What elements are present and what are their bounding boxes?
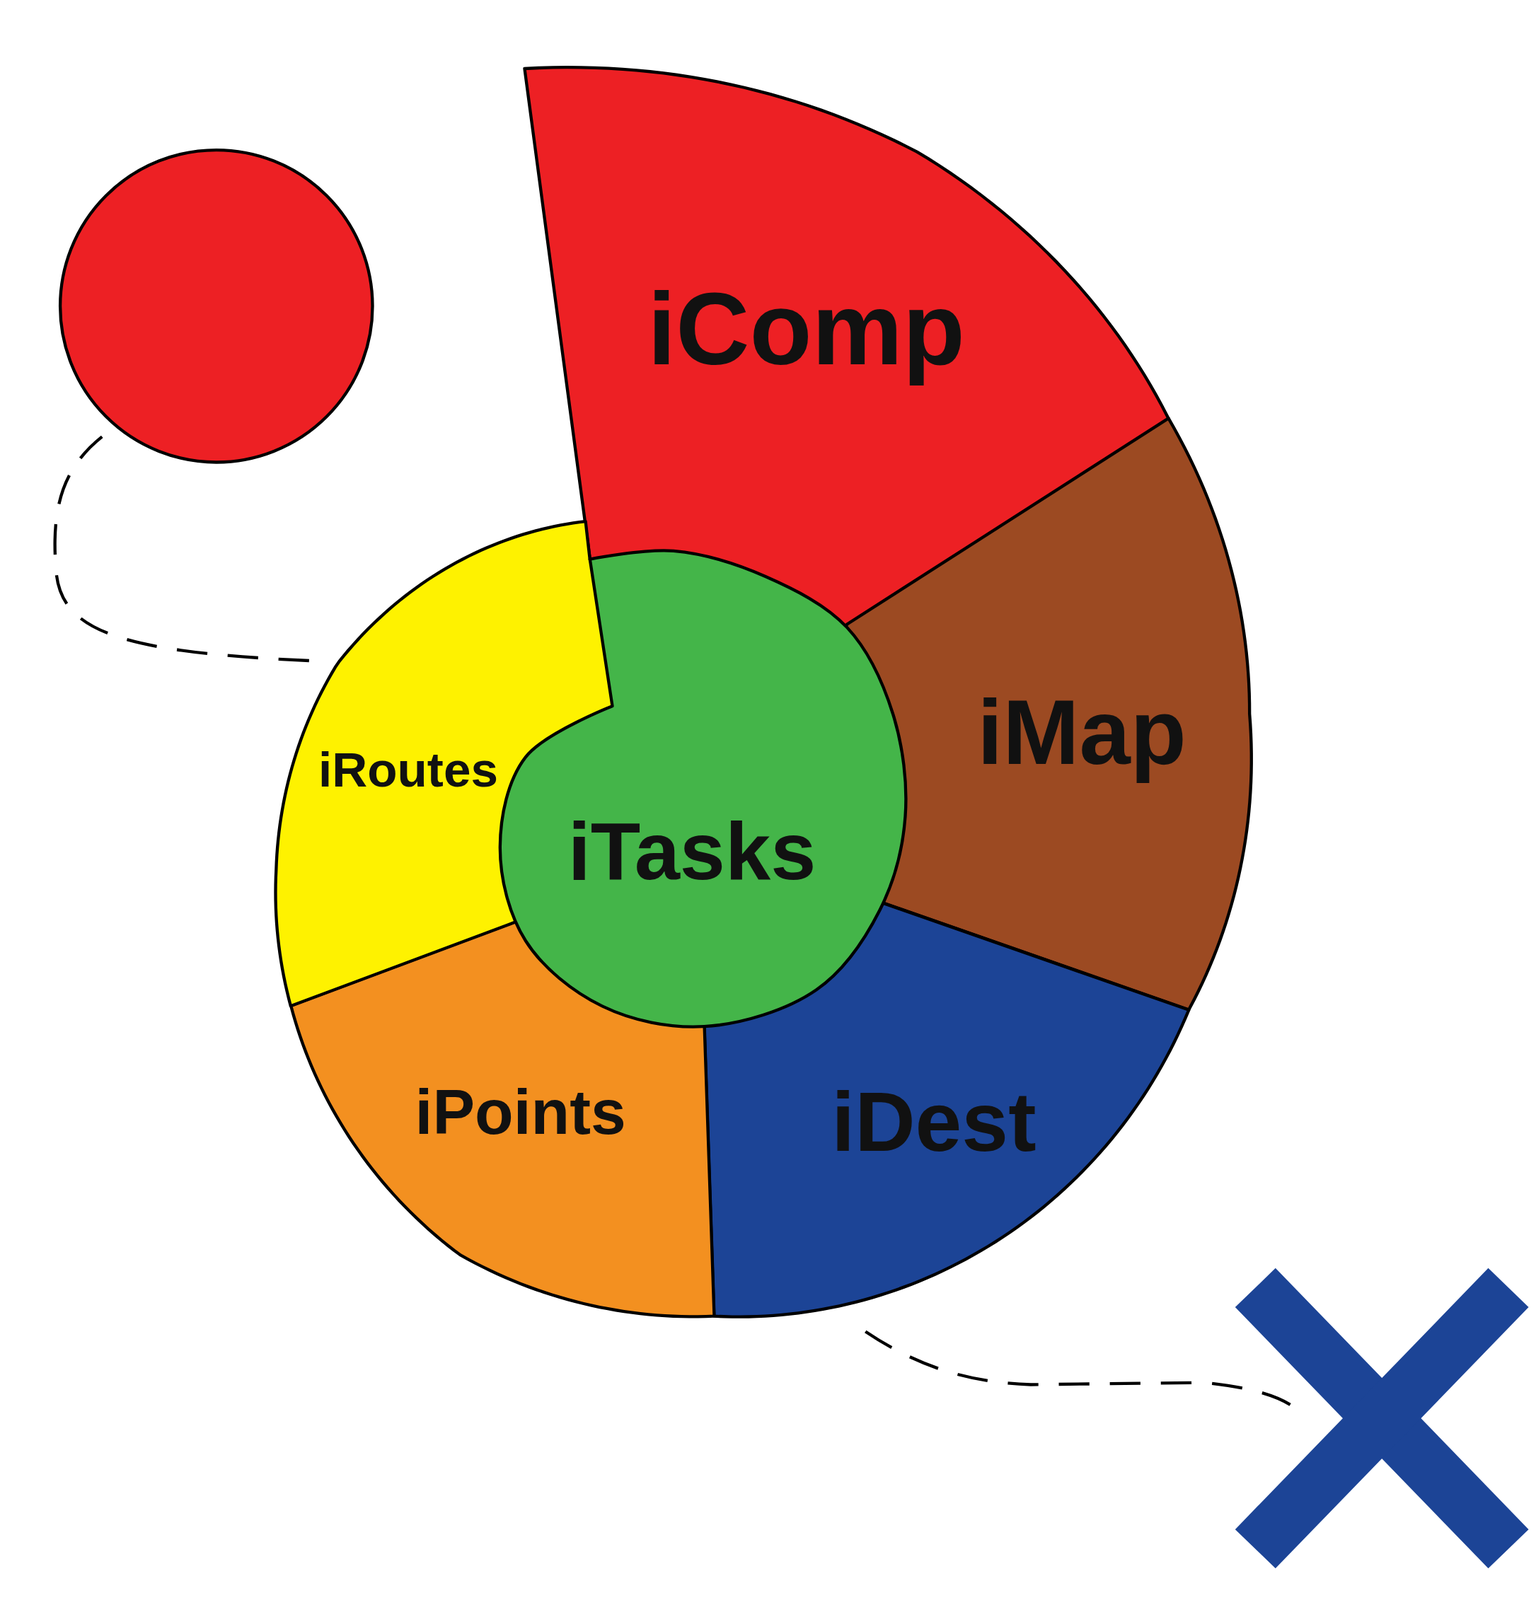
piece-label: iPoints xyxy=(415,1081,627,1145)
piece-label: iRoutes xyxy=(318,745,499,795)
piece-label: iTasks xyxy=(568,811,817,893)
piece-label: iMap xyxy=(977,686,1187,779)
piece-label: iComp xyxy=(647,277,966,380)
piece-outline xyxy=(500,551,906,1027)
dashed-path xyxy=(865,1331,1302,1413)
puzzle-piece xyxy=(500,550,907,1027)
start-circle xyxy=(60,149,373,463)
target-cross xyxy=(1255,1287,1509,1549)
target-cross xyxy=(1255,1287,1509,1549)
dashed-path xyxy=(55,436,322,661)
piece-label: iDest xyxy=(831,1081,1036,1165)
itasks-piece: iTasks xyxy=(500,551,906,1027)
